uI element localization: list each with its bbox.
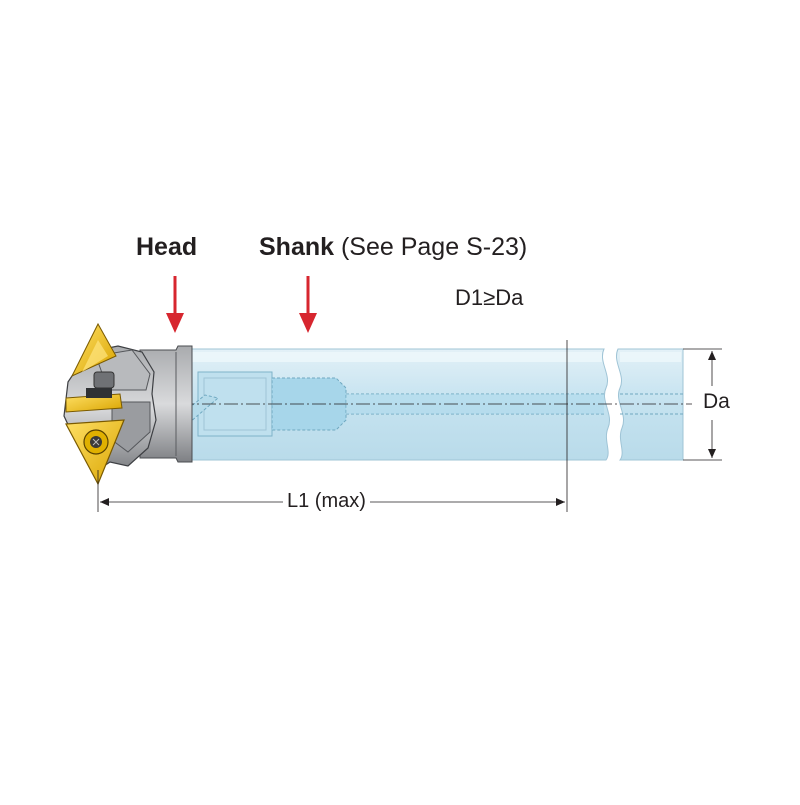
head-label: Head (136, 233, 198, 261)
shank (187, 348, 684, 461)
shank-page-reference: (See Page S-23) (334, 233, 528, 261)
l1-label: L1 (max) (283, 491, 370, 511)
da-dimension (683, 348, 722, 461)
shank-label: Shank (259, 233, 335, 261)
head (63, 322, 193, 486)
shank-arrow (299, 276, 317, 333)
head-arrow (166, 276, 184, 333)
d1-da-relation: D1≥Da (455, 285, 524, 310)
da-label: Da (703, 390, 730, 413)
shank-label-group: Shank (See Page S-23) (259, 235, 527, 260)
